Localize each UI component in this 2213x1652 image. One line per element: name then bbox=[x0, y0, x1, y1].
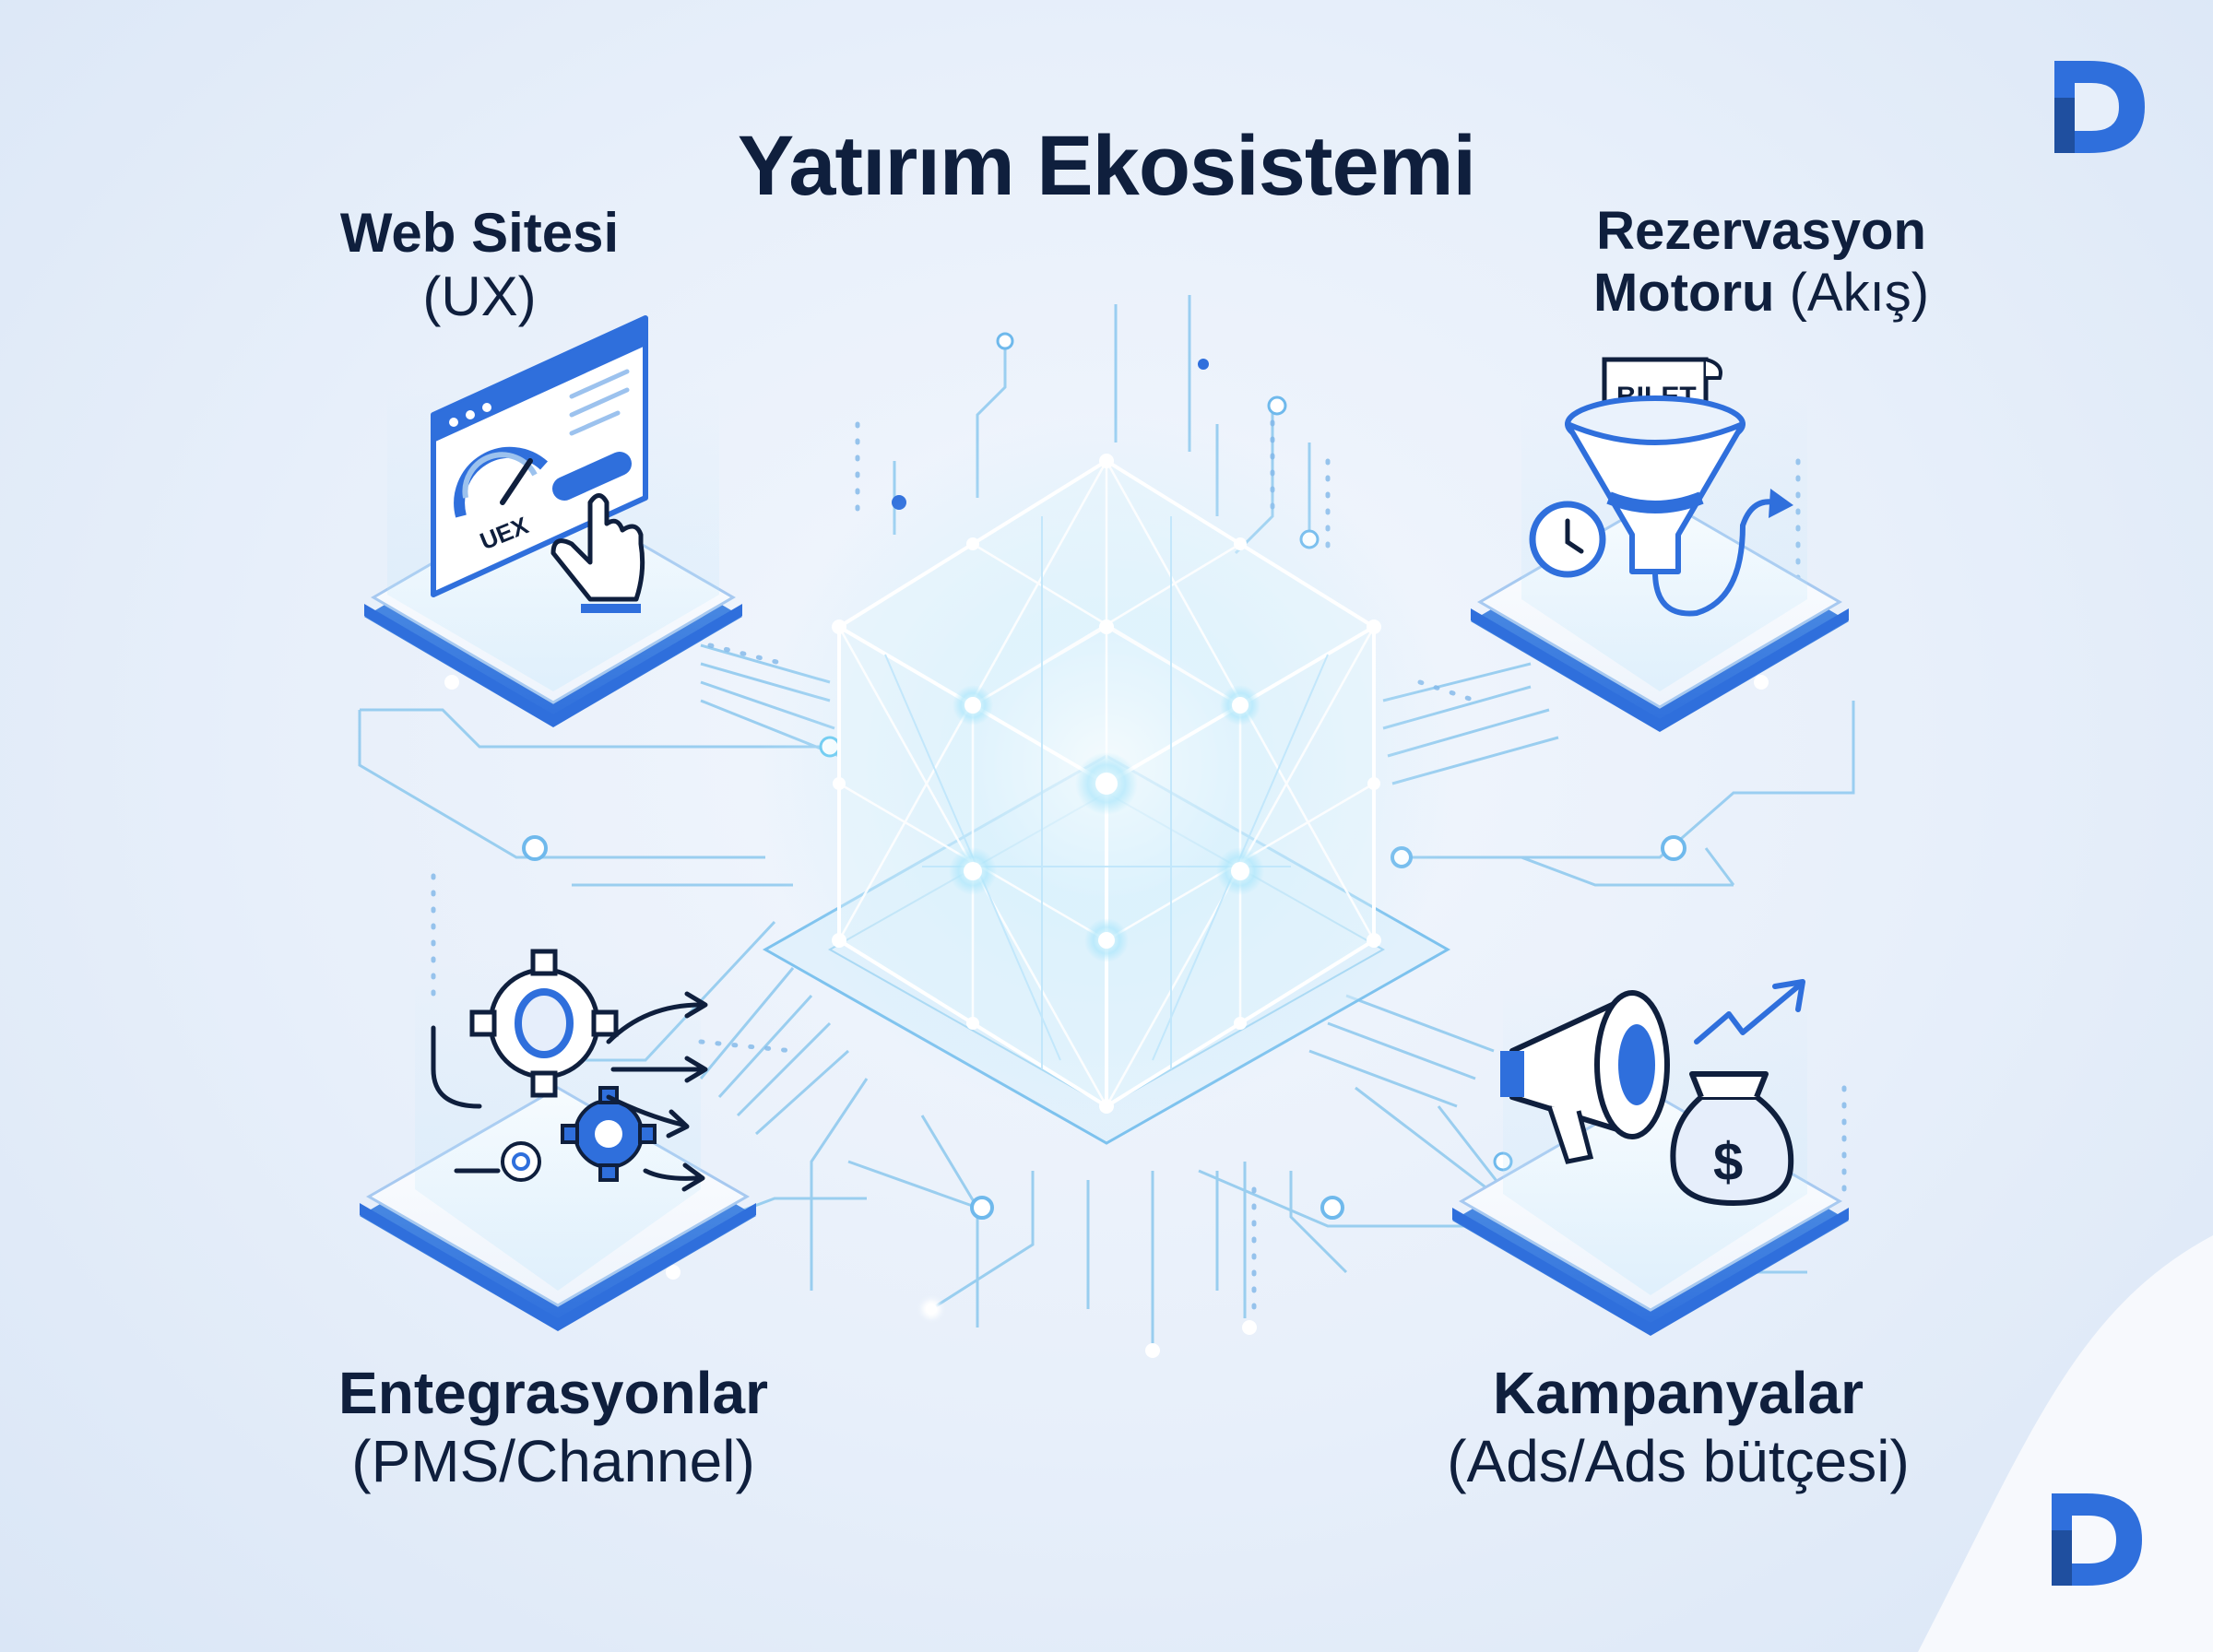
money-bag-icon: $ bbox=[1670, 1071, 1794, 1207]
brand-logo-icon-bottom bbox=[2052, 1493, 2142, 1586]
gears-icon bbox=[469, 949, 657, 1182]
page-title: Yatırım Ekosistemi bbox=[737, 119, 1476, 213]
trend-arrow-icon bbox=[1694, 979, 1805, 1044]
pointer-hand-icon bbox=[550, 493, 645, 613]
kam-label-sub: (Ads/Ads bütçesi) bbox=[1447, 1427, 1910, 1494]
kam-label-title: Kampanyalar bbox=[1493, 1360, 1864, 1426]
web-label-title: Web Sitesi bbox=[339, 202, 620, 264]
arrows-icon bbox=[431, 991, 708, 1192]
ent-label-sub: (PMS/Channel) bbox=[351, 1427, 755, 1494]
node-label-rezervasyon: Rezervasyon Motoru (Akış) bbox=[1494, 201, 2029, 324]
node-label-entegrasyon: Entegrasyonlar (PMS/Channel) bbox=[240, 1360, 867, 1495]
web-label-sub: (UX) bbox=[422, 266, 537, 327]
rez-label-line2: Motoru bbox=[1592, 262, 1775, 323]
funnel-icon bbox=[1565, 395, 1793, 617]
cube-vertices bbox=[832, 454, 1381, 1114]
platform-entegrasyon bbox=[360, 959, 756, 1331]
ent-label-title: Entegrasyonlar bbox=[338, 1360, 768, 1426]
clock-icon bbox=[1529, 501, 1606, 578]
node-label-web: Web Sitesi (UX) bbox=[240, 201, 719, 328]
rez-label-sub: (Akış) bbox=[1789, 262, 1930, 323]
megaphone-icon bbox=[1500, 990, 1670, 1164]
brand-logo-icon bbox=[2054, 61, 2145, 153]
node-label-kampanya: Kampanyalar (Ads/Ads bütçesi) bbox=[1365, 1360, 1992, 1495]
money-bag-symbol: $ bbox=[1713, 1132, 1743, 1192]
rez-label-line1: Rezervasyon bbox=[1596, 201, 1926, 261]
